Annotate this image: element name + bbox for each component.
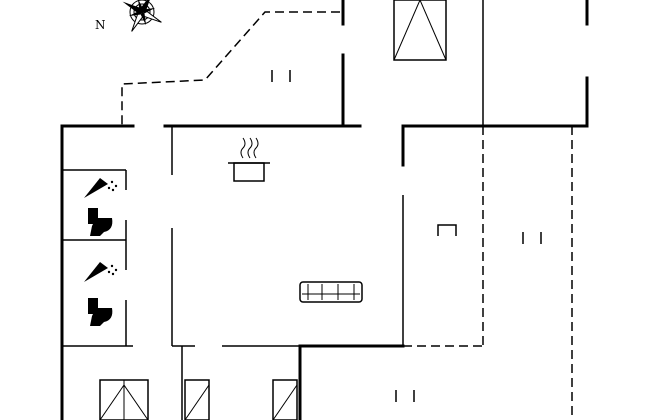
shower-icon	[84, 178, 118, 198]
compass-rose-icon	[122, 0, 162, 32]
toilet-icon	[88, 298, 113, 326]
window-icon	[99, 379, 149, 420]
bed-icon	[522, 232, 542, 244]
bed-icon	[395, 390, 415, 402]
window-icon	[272, 379, 298, 420]
walls	[60, 0, 589, 420]
north-label: N	[95, 18, 106, 32]
interior-walls	[62, 126, 404, 420]
bed-icon	[437, 224, 457, 236]
sofa-icon	[299, 281, 363, 303]
shower-icon	[84, 262, 118, 282]
window-icon	[393, 0, 447, 61]
bed-icon	[271, 70, 291, 82]
window-icon	[184, 379, 210, 420]
cooking-pot-icon	[228, 137, 270, 182]
dashed-boundaries	[121, 11, 573, 420]
toilet-icon	[88, 208, 113, 236]
